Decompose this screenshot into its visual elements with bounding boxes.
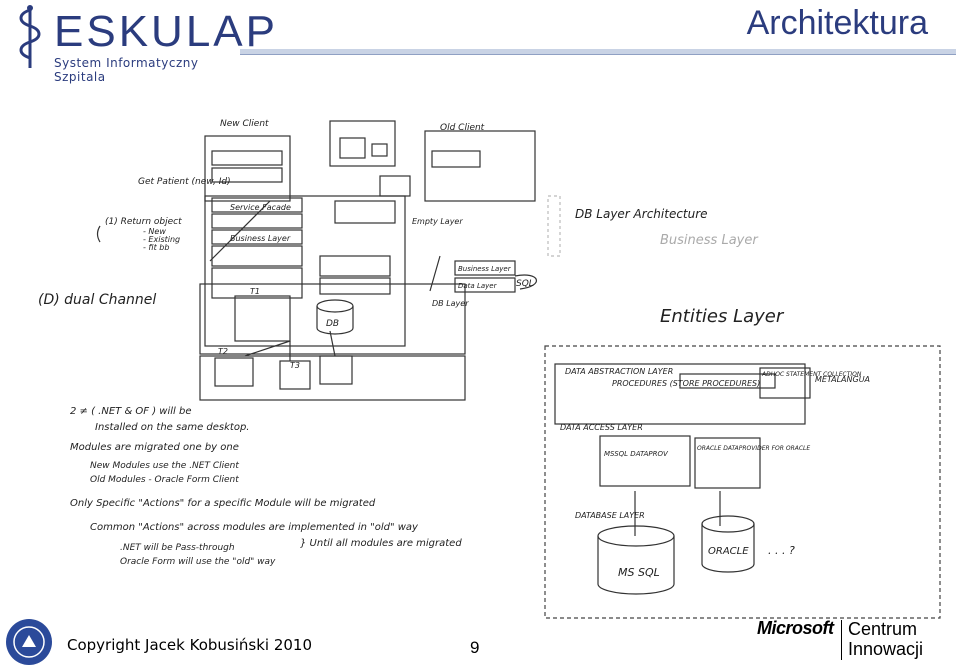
label-business-layer-small: Business Layer <box>458 265 512 273</box>
note-5: Only Specific "Actions" for a specific M… <box>70 498 376 509</box>
label-entities-layer: Entities Layer <box>660 306 785 327</box>
note-6: Common "Actions" across modules are impl… <box>90 522 419 533</box>
label-adhoc: ADHOC STATEMENT COLLECTION <box>761 371 862 378</box>
university-seal-icon <box>6 619 52 665</box>
label-t1: T1 <box>250 287 260 296</box>
note-1b: Installed on the same desktop. <box>95 422 249 433</box>
centrum-innowacji-line2: Innowacji <box>848 639 924 659</box>
label-data-layer-small: Data Layer <box>458 282 498 290</box>
label-sql: SQL <box>516 279 534 289</box>
note-3: New Modules use the .NET Client <box>90 461 239 471</box>
label-data-abstraction: DATA ABSTRACTION LAYER <box>565 367 673 376</box>
label-service-facade: Service Facade <box>230 203 291 212</box>
note-9: } Until all modules are migrated <box>300 538 462 549</box>
label-old-client: Old Client <box>440 123 485 133</box>
label-return-object: (1) Return object <box>105 217 182 227</box>
brand-subtitle: System Informatyczny Szpitala <box>54 56 199 84</box>
label-db-layer-arch: DB Layer Architecture <box>575 207 708 221</box>
page-title: Architektura <box>746 4 928 42</box>
logo-separator <box>841 620 842 660</box>
label-fit-bb: - fit bb <box>143 243 169 252</box>
title-underline <box>240 49 956 55</box>
label-dual-channel: (D) dual Channel <box>38 292 156 308</box>
label-db: DB <box>326 319 339 329</box>
whiteboard-sketch: New Client Old Client Get Patient (new, … <box>0 106 960 620</box>
label-dots: . . . ? <box>768 544 795 557</box>
label-new: - New <box>143 227 166 236</box>
label-metalangua: METALANGUA <box>815 375 870 384</box>
label-db-layer: DB Layer <box>432 299 469 308</box>
note-4: Old Modules - Oracle Form Client <box>90 475 239 485</box>
microsoft-logo: Microsoft <box>757 618 834 638</box>
label-new-client: New Client <box>220 119 269 129</box>
label-business-layer-right: Business Layer <box>660 233 759 248</box>
label-database-layer: DATABASE LAYER <box>575 511 645 520</box>
brand-name: ESKULAP <box>54 7 278 56</box>
label-t2: T2 <box>218 347 228 356</box>
label-business-layer: Business Layer <box>230 234 291 243</box>
label-t3: T3 <box>290 361 300 370</box>
label-existing: - Existing <box>143 235 180 244</box>
eskulap-logo: ESKULAP System Informatyczny Szpitala <box>10 4 275 84</box>
label-get-patient: Get Patient (new, Id) <box>138 177 231 187</box>
label-procedures: PROCEDURES (STORE PROCEDURES) <box>612 379 760 388</box>
label-oracle: ORACLE <box>708 546 749 557</box>
note-1: 2 ≠ ( .NET & OF ) will be <box>70 406 192 417</box>
label-empty-layer: Empty Layer <box>412 217 463 226</box>
label-data-access: DATA ACCESS LAYER <box>560 423 643 432</box>
footer-copyright: Copyright Jacek Kobusiński 2010 <box>67 636 313 654</box>
label-mssql-provider: MSSQL DATAPROV <box>604 450 669 458</box>
label-mssql: MS SQL <box>618 566 660 579</box>
note-8: Oracle Form will use the "old" way <box>120 557 276 567</box>
label-oracle-provider: ORACLE DATAPROVIDER FOR ORACLE <box>697 445 810 452</box>
caduceus-icon <box>19 5 41 68</box>
centrum-innowacji-line1: Centrum <box>848 619 918 639</box>
note-2: Modules are migrated one by one <box>70 442 239 453</box>
page-number: 9 <box>470 638 480 657</box>
note-7: .NET will be Pass-through <box>120 543 235 553</box>
